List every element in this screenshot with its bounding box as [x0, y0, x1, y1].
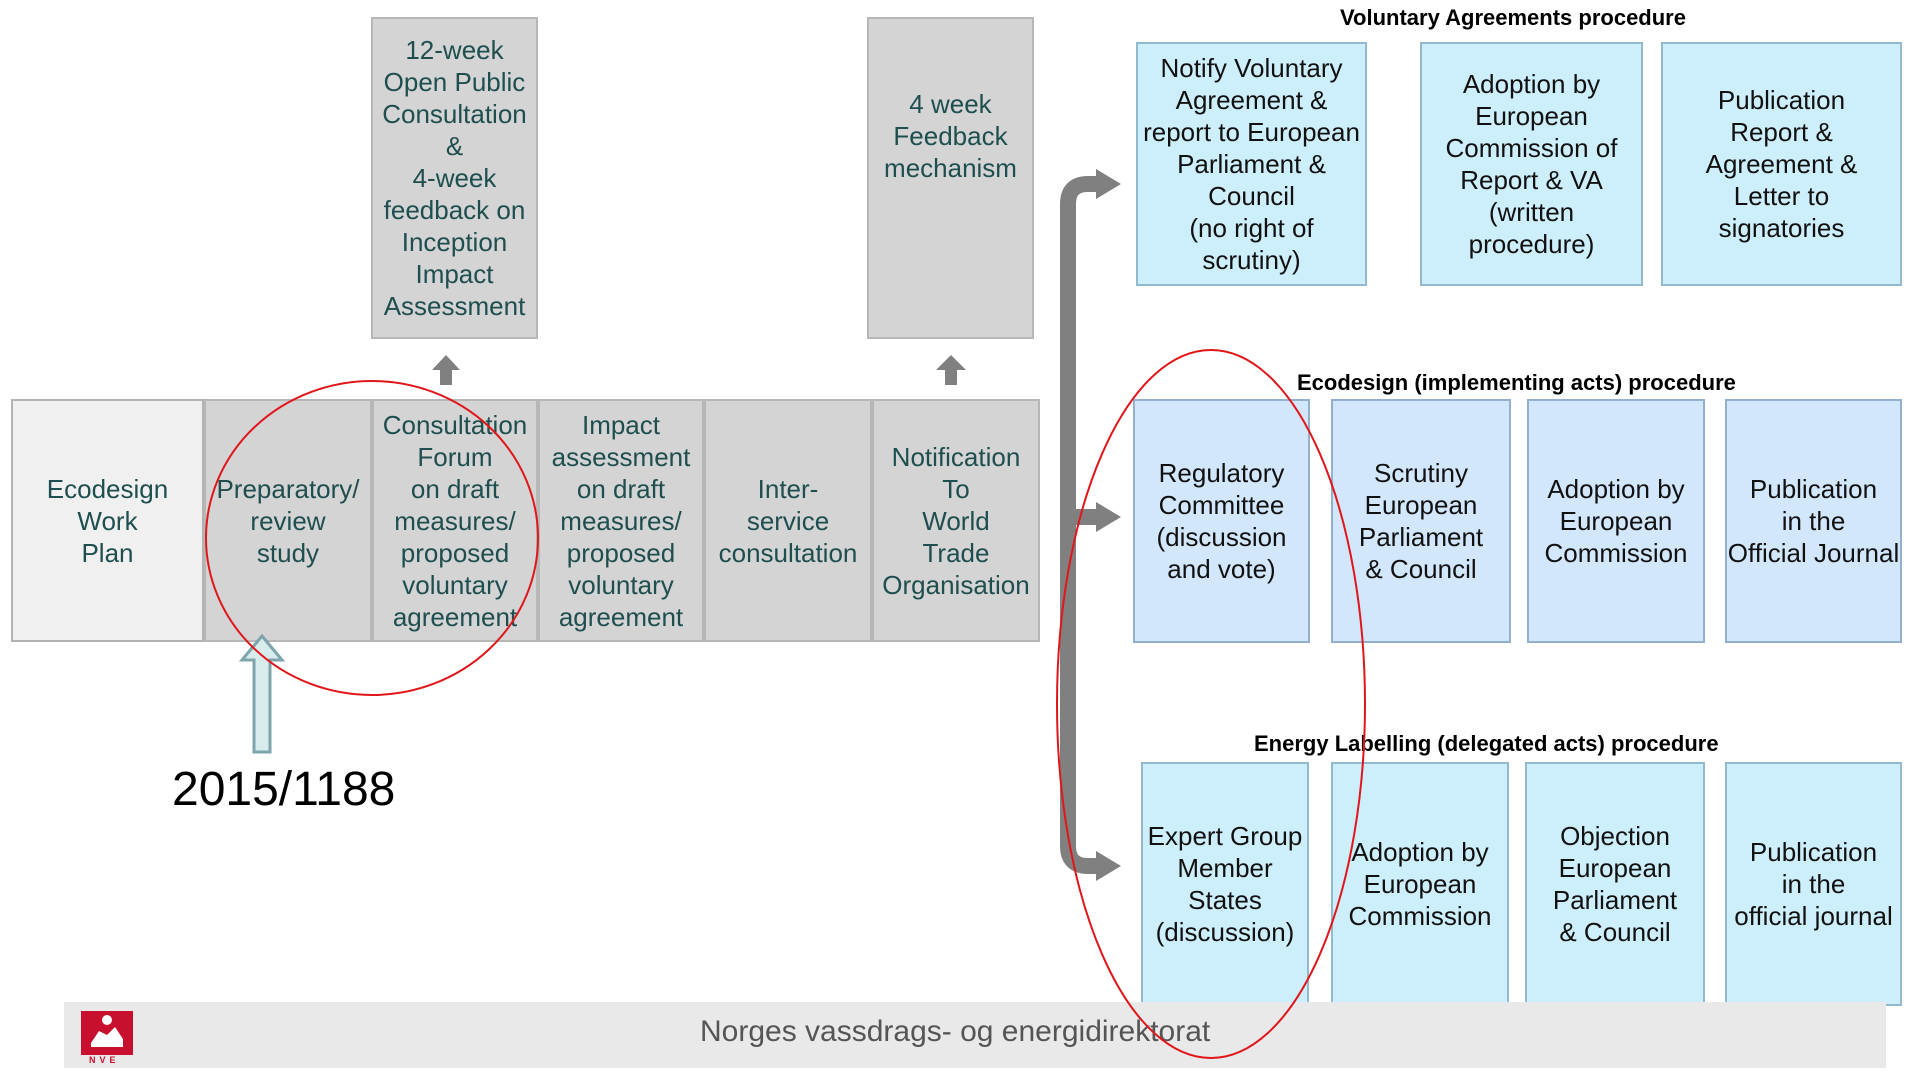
labelling-step-adoption: Adoption by European Commission — [1331, 762, 1509, 1006]
preparatory-study-box: Preparatory/ review study — [204, 399, 372, 642]
consultation-forum-box: Consultation Forum on draft measures/ pr… — [372, 399, 538, 642]
impact-assessment-box: Impact assessment on draft measures/ pro… — [538, 399, 704, 642]
public-consultation-box: 12-week Open Public Consultation & 4-wee… — [371, 17, 538, 339]
arrow-to-labelling-icon — [1096, 851, 1121, 881]
voluntary-step-adoption: Adoption by European Commission of Repor… — [1420, 42, 1643, 286]
labelling-step-objection: Objection European Parliament & Council — [1525, 762, 1705, 1006]
voluntary-step-publication: Publication Report & Agreement & Letter … — [1661, 42, 1902, 286]
ecodesign-work-plan-box: Ecodesign Work Plan — [11, 399, 204, 642]
voluntary-heading: Voluntary Agreements procedure — [1340, 5, 1686, 30]
up-arrow-consultation-icon — [432, 355, 460, 385]
ecodesign-step-publication: Publication in the Official Journal — [1725, 399, 1902, 643]
hollow-up-arrow-icon — [238, 633, 286, 754]
ecodesign-step-adoption: Adoption by European Commission — [1527, 399, 1705, 643]
labelling-heading: Energy Labelling (delegated acts) proced… — [1254, 731, 1719, 756]
arrow-to-ecodesign-icon — [1096, 502, 1121, 532]
nve-logo: NVE — [79, 1009, 144, 1067]
regulation-label: 2015/1188 — [172, 763, 396, 816]
labelling-step-publication: Publication in the official journal — [1725, 762, 1902, 1006]
ecodesign-heading: Ecodesign (implementing acts) procedure — [1297, 370, 1736, 395]
labelling-step-expert-group: Expert Group Member States (discussion) — [1141, 762, 1309, 1006]
annotation-circle-consultation — [205, 380, 539, 696]
arrow-to-voluntary-icon — [1096, 169, 1121, 199]
footer-organisation: Norges vassdrags- og energidirektorat — [700, 1015, 1211, 1048]
nve-logo-text: NVE — [89, 1055, 120, 1065]
annotation-circle-first-steps — [1056, 349, 1366, 1059]
ecodesign-step-regulatory-committee: Regulatory Committee (discussion and vot… — [1133, 399, 1310, 643]
up-arrow-feedback-icon — [936, 355, 966, 385]
feedback-mechanism-box: 4 week Feedback mechanism — [867, 17, 1034, 339]
ecodesign-step-scrutiny: Scrutiny European Parliament & Council — [1331, 399, 1511, 643]
nve-logo-emblem — [81, 1011, 133, 1055]
voluntary-step-notify: Notify Voluntary Agreement & report to E… — [1136, 42, 1367, 286]
interservice-consultation-box: Inter- service consultation — [704, 399, 872, 642]
wto-notification-box: Notification To World Trade Organisation — [872, 399, 1040, 642]
footer-bar — [64, 1002, 1886, 1068]
